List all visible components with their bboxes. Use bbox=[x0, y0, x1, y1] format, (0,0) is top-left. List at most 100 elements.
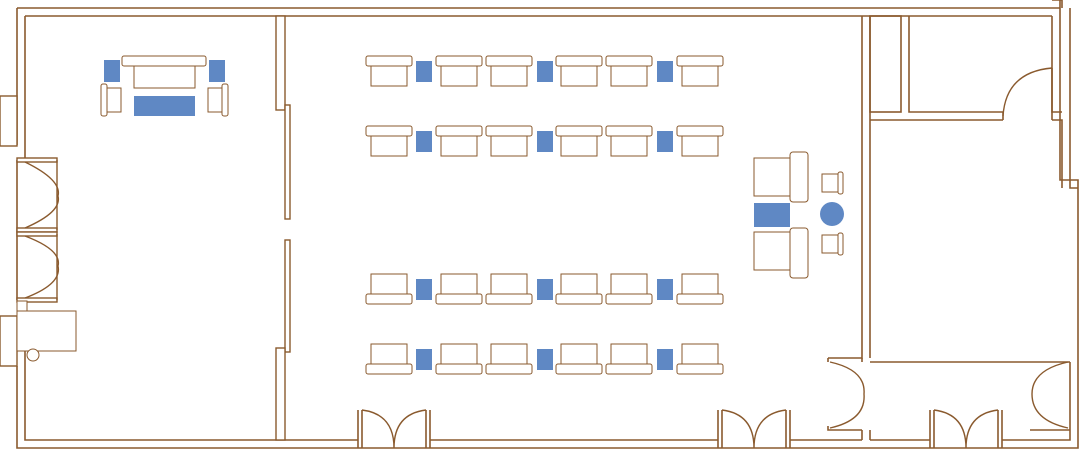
chair-icon bbox=[370, 343, 408, 365]
desk-icon bbox=[435, 125, 483, 137]
chair-icon bbox=[821, 234, 839, 254]
door-swing-icon bbox=[1031, 361, 1069, 429]
south-double-door-3 bbox=[929, 409, 1003, 449]
desk-icon bbox=[365, 125, 413, 137]
hall-vestibule-door bbox=[827, 358, 865, 431]
chair-icon bbox=[370, 273, 408, 295]
sofa-seat bbox=[133, 65, 196, 89]
desk-icon bbox=[676, 293, 724, 305]
chair-icon bbox=[681, 343, 719, 365]
chair-icon bbox=[610, 273, 648, 295]
lectern-chair bbox=[753, 231, 791, 271]
west-wall-stub-bottom bbox=[0, 315, 18, 367]
west-double-door-upper bbox=[16, 157, 60, 233]
side-table bbox=[657, 279, 673, 300]
door-swing-icon bbox=[361, 409, 427, 449]
chair-icon bbox=[560, 65, 598, 87]
side-table bbox=[657, 61, 673, 82]
chair-icon bbox=[821, 173, 839, 193]
south-double-door-1 bbox=[357, 409, 431, 449]
top-right-notch bbox=[1052, 0, 1063, 8]
chair-icon bbox=[490, 65, 528, 87]
desk-icon bbox=[555, 125, 603, 137]
desk-return bbox=[16, 300, 28, 312]
chair-icon bbox=[440, 65, 478, 87]
desk-icon bbox=[555, 293, 603, 305]
chair-seat bbox=[207, 87, 223, 113]
desk-icon bbox=[605, 55, 653, 67]
door-swing-icon bbox=[933, 409, 999, 449]
chair-icon bbox=[560, 135, 598, 157]
side-table bbox=[537, 131, 553, 152]
desk-rows bbox=[365, 55, 724, 375]
chair-icon bbox=[681, 65, 719, 87]
utility-room-walls bbox=[870, 16, 1063, 188]
desk-icon bbox=[435, 363, 483, 375]
storage-closet bbox=[869, 15, 902, 113]
side-table bbox=[537, 61, 553, 82]
partition-panel-lower bbox=[284, 239, 291, 353]
side-table bbox=[209, 60, 225, 82]
side-table bbox=[416, 349, 432, 370]
desk-icon bbox=[676, 55, 724, 67]
door-swing-icon bbox=[1002, 67, 1053, 117]
speaker-area bbox=[753, 151, 844, 279]
west-wall-stub-top bbox=[0, 95, 18, 147]
coffee-table bbox=[134, 96, 195, 116]
desk-icon bbox=[485, 55, 533, 67]
partition-top bbox=[275, 15, 286, 111]
desk-icon bbox=[676, 125, 724, 137]
side-table bbox=[104, 60, 120, 82]
vestibule-walls bbox=[861, 361, 1071, 440]
vestibule-east-door bbox=[1030, 361, 1070, 431]
desk-icon bbox=[365, 55, 413, 67]
side-table bbox=[416, 131, 432, 152]
chair-icon bbox=[610, 343, 648, 365]
chair-icon bbox=[490, 343, 528, 365]
side-table bbox=[657, 131, 673, 152]
desk-icon bbox=[555, 55, 603, 67]
left-room-furniture bbox=[16, 55, 229, 362]
speaker-table bbox=[754, 203, 790, 227]
chair-back bbox=[837, 171, 844, 195]
desk-chair-icon bbox=[26, 348, 40, 362]
chair-icon bbox=[610, 135, 648, 157]
round-table-icon bbox=[820, 202, 844, 226]
door-swing-icon bbox=[721, 409, 787, 449]
side-table bbox=[416, 61, 432, 82]
desk-icon bbox=[485, 125, 533, 137]
chair-icon bbox=[370, 135, 408, 157]
desk-icon bbox=[365, 363, 413, 375]
desk-icon bbox=[605, 125, 653, 137]
chair-icon bbox=[560, 343, 598, 365]
lectern-chair-back bbox=[789, 151, 809, 203]
desk-icon bbox=[485, 363, 533, 375]
side-table bbox=[657, 349, 673, 370]
desk-icon bbox=[435, 55, 483, 67]
chair-icon bbox=[440, 273, 478, 295]
desk-icon bbox=[605, 293, 653, 305]
chair-seat bbox=[106, 87, 122, 113]
doors bbox=[0, 67, 1070, 449]
chair-icon bbox=[490, 273, 528, 295]
door-swing-icon bbox=[24, 235, 60, 299]
reception-desk bbox=[16, 310, 77, 352]
desk-icon bbox=[365, 293, 413, 305]
side-table bbox=[537, 349, 553, 370]
sofa-icon bbox=[121, 55, 207, 67]
south-double-door-2 bbox=[717, 409, 791, 449]
chair-icon bbox=[221, 83, 229, 117]
utility-room-door bbox=[1002, 67, 1053, 120]
chair-icon bbox=[440, 135, 478, 157]
door-swing-icon bbox=[829, 361, 865, 429]
desk-icon bbox=[676, 363, 724, 375]
side-table bbox=[416, 279, 432, 300]
partition-bottom bbox=[275, 347, 286, 441]
right-edge-wall bbox=[1069, 8, 1078, 189]
lectern-chair bbox=[753, 157, 791, 197]
partition-panel-upper bbox=[284, 104, 291, 220]
desk-icon bbox=[435, 293, 483, 305]
door-swing-icon bbox=[24, 161, 60, 229]
chair-icon bbox=[490, 135, 528, 157]
